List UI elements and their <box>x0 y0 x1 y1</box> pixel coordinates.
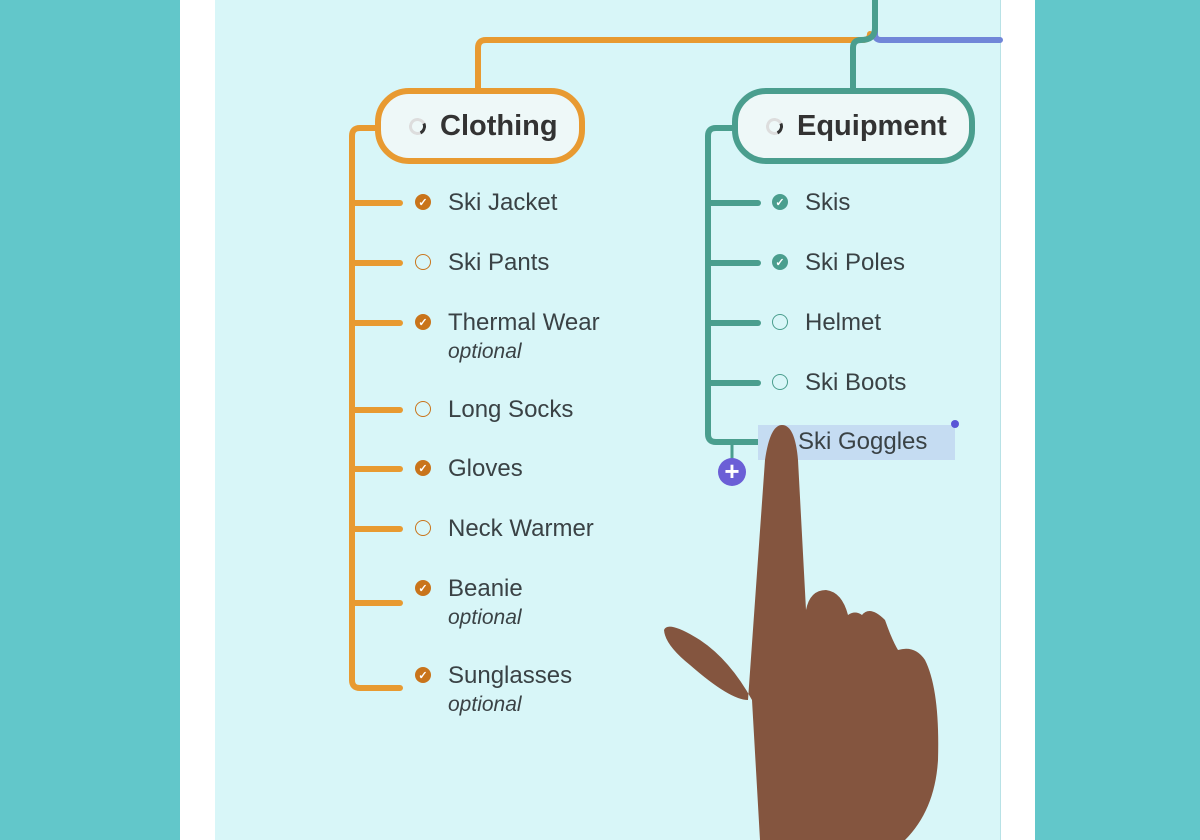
item-label: Helmet <box>805 309 882 336</box>
list-item[interactable]: ✓ Ski Poles <box>772 249 905 277</box>
item-text: Ski Jacket <box>448 189 557 217</box>
item-text: Ski Goggles <box>798 428 927 456</box>
item-label: Gloves <box>448 455 523 482</box>
checked-circle-icon[interactable]: ✓ <box>415 460 431 476</box>
checked-circle-icon[interactable]: ✓ <box>415 194 431 210</box>
item-label: Sunglasses <box>448 662 573 689</box>
list-item[interactable]: ✓ Sunglasses optional <box>415 662 572 717</box>
checked-circle-icon[interactable]: ✓ <box>772 254 788 270</box>
unchecked-circle-icon[interactable] <box>415 520 431 536</box>
unchecked-circle-icon[interactable] <box>415 401 431 417</box>
item-text: Helmet <box>805 309 881 337</box>
item-label: Beanie <box>448 575 523 602</box>
list-item[interactable]: Helmet <box>772 309 881 337</box>
item-text: Skis <box>805 189 850 217</box>
item-label: Ski Pants <box>448 249 550 276</box>
item-text: Long Socks <box>448 396 573 424</box>
list-item[interactable]: ✓ Ski Jacket <box>415 189 557 217</box>
list-item[interactable]: ✓ Gloves <box>415 455 523 483</box>
list-item[interactable]: Ski Goggles <box>798 428 927 456</box>
item-label: Neck Warmer <box>448 515 594 542</box>
list-item[interactable]: Ski Boots <box>772 369 906 397</box>
topic-clothing[interactable]: Clothing <box>375 88 585 164</box>
item-note: optional <box>448 606 522 629</box>
checked-circle-icon[interactable]: ✓ <box>415 314 431 330</box>
list-item[interactable]: Long Socks <box>415 396 573 424</box>
plus-icon: + <box>724 456 740 486</box>
checked-circle-icon[interactable]: ✓ <box>415 580 431 596</box>
checked-circle-icon[interactable]: ✓ <box>772 194 788 210</box>
list-item[interactable]: ✓ Thermal Wear optional <box>415 309 600 364</box>
item-text: Gloves <box>448 455 523 483</box>
unchecked-circle-icon[interactable] <box>415 254 431 270</box>
item-label: Thermal Wear <box>448 309 600 336</box>
item-note: optional <box>448 693 522 716</box>
item-label: Long Socks <box>448 396 574 423</box>
item-label: Ski Boots <box>805 369 907 396</box>
checked-circle-icon[interactable]: ✓ <box>415 667 431 683</box>
topic-title: Clothing <box>440 109 558 142</box>
add-subtopic-button[interactable]: + <box>718 458 746 486</box>
item-text: Sunglasses optional <box>448 662 572 717</box>
topic-equipment[interactable]: Equipment <box>732 88 975 164</box>
item-note: optional <box>448 340 522 363</box>
item-text: Ski Poles <box>805 249 905 277</box>
item-text: Ski Boots <box>805 369 906 397</box>
item-text: Ski Pants <box>448 249 549 277</box>
topic-title: Equipment <box>797 109 947 142</box>
item-label: Skis <box>805 189 851 216</box>
item-label: Ski Poles <box>805 249 906 276</box>
item-label: Ski Jacket <box>448 189 558 216</box>
list-item[interactable]: ✓ Beanie optional <box>415 575 523 630</box>
list-item[interactable]: ✓ Skis <box>772 189 850 217</box>
unchecked-circle-icon[interactable] <box>772 314 788 330</box>
item-text: Thermal Wear optional <box>448 309 600 364</box>
list-item[interactable]: Ski Pants <box>415 249 549 277</box>
item-text: Beanie optional <box>448 575 523 630</box>
item-label: Ski Goggles <box>798 428 928 455</box>
unchecked-circle-icon[interactable] <box>772 374 788 390</box>
item-text: Neck Warmer <box>448 515 594 543</box>
resize-handle[interactable] <box>951 420 959 428</box>
list-item[interactable]: Neck Warmer <box>415 515 594 543</box>
